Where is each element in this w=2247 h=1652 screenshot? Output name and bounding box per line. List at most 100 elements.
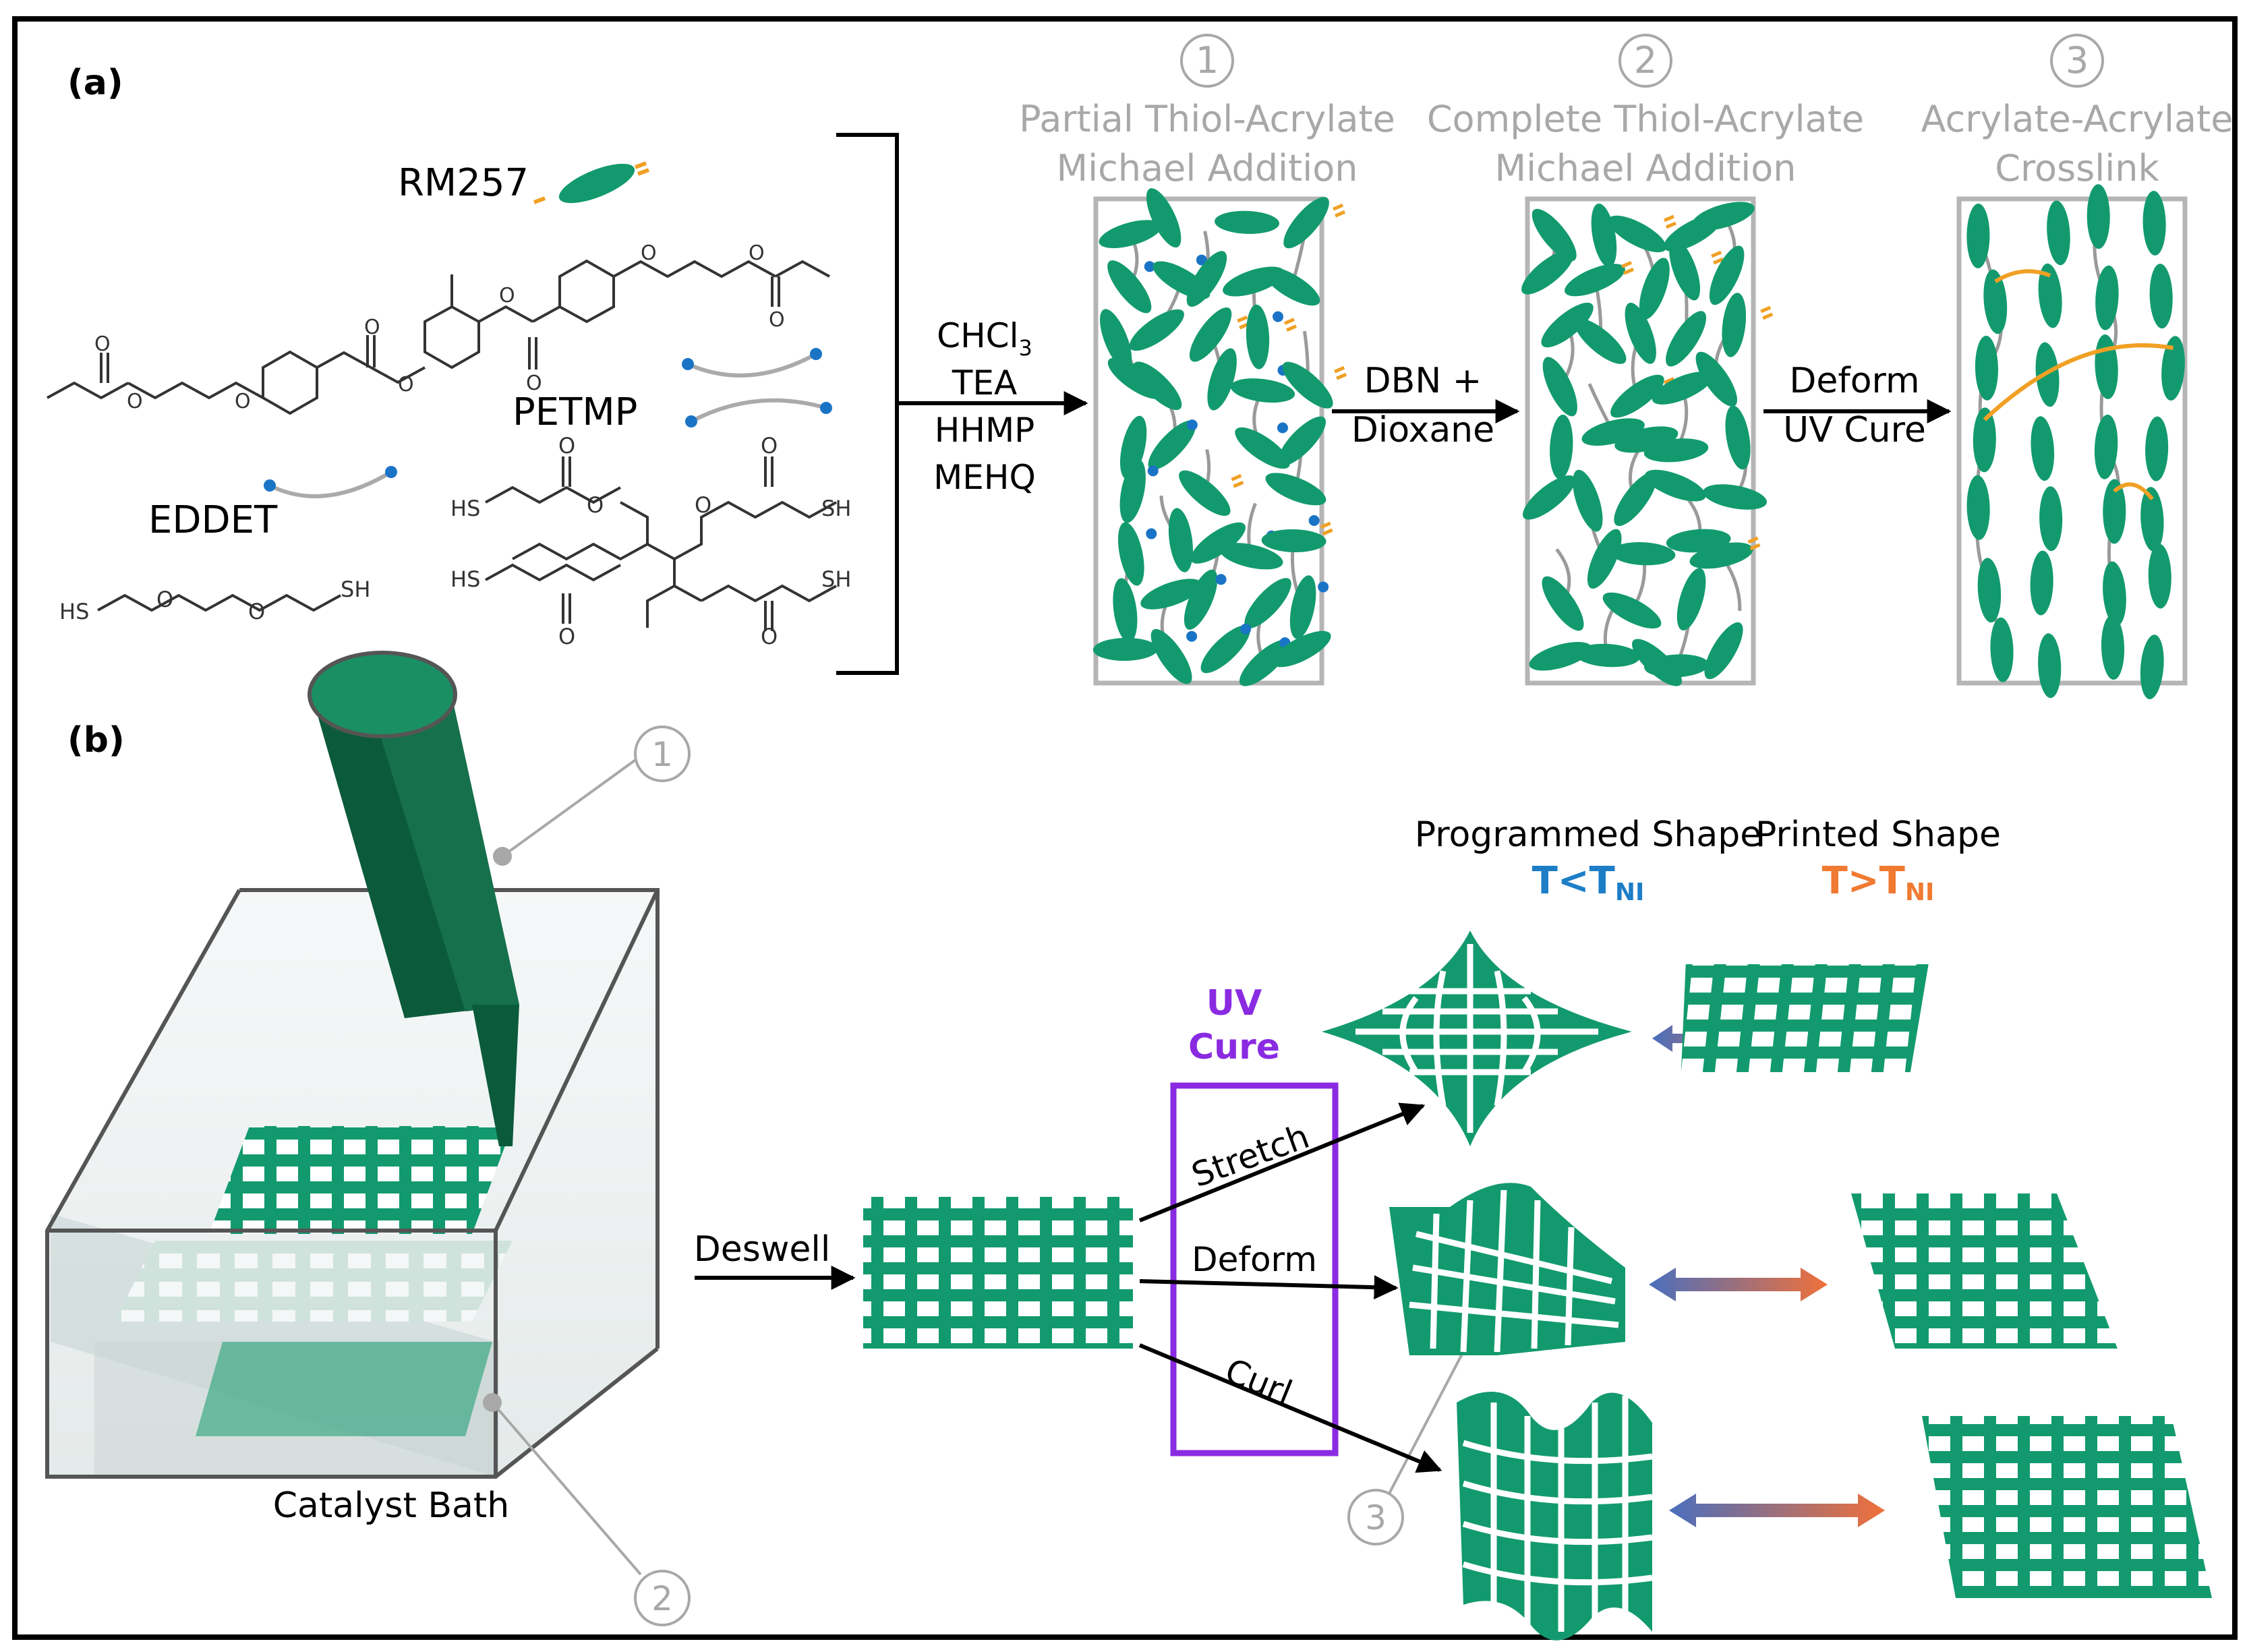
mesogen (1282, 361, 1333, 409)
mesogen (2103, 479, 2126, 544)
mesogen (1207, 348, 1237, 411)
arrow-dbn-line1: DBN + (1364, 361, 1482, 401)
step-3-line1: Acrylate-Acrylate (1921, 98, 2234, 140)
mesogen (1190, 522, 1246, 564)
mesogen (1133, 361, 1182, 411)
petmp-o-3: O (587, 492, 604, 518)
mesogen (1230, 378, 1295, 403)
rm257-mesogen-icon (533, 161, 650, 204)
mesogen (1289, 575, 1316, 639)
mesogen (2094, 414, 2118, 479)
rm257-o-1: O (94, 332, 111, 356)
mesogen (1966, 203, 1990, 268)
catalyst-bath: Catalyst Bath (45, 888, 660, 1526)
mesogen (1692, 202, 1755, 231)
mesogen (1587, 529, 1622, 589)
mesogen (1709, 245, 1745, 305)
mesogen (2030, 550, 2053, 616)
mesogen (1140, 579, 1202, 610)
rm257-o-2: O (127, 390, 143, 413)
uv-cure-line2: Cure (1188, 1027, 1280, 1067)
arrow-dbn-line2: Dioxane (1351, 410, 1494, 450)
mesogen (1092, 637, 1158, 661)
mesogen (1541, 302, 1594, 348)
rm257-o-5: O (398, 373, 414, 396)
rm257-o-8: O (641, 241, 657, 265)
mesogen (1610, 374, 1664, 418)
petmp-o-4: O (695, 492, 711, 518)
petmp-sh-1: SH (821, 496, 851, 521)
mesogen (2039, 486, 2063, 552)
mesogen (1523, 475, 1575, 520)
network-3-crosslinked (1966, 184, 2185, 699)
petmp-hs-1: HS (450, 496, 480, 521)
network-1-partial (1092, 188, 1347, 686)
mesogen (2142, 190, 2166, 256)
step-3-line2: Crosslink (1995, 147, 2159, 189)
print-nozzle (308, 651, 519, 1146)
stretch-arrow (1138, 1102, 1426, 1222)
mesogen (1235, 427, 1290, 469)
mesogen (1148, 420, 1196, 470)
mesogen (1625, 302, 1656, 364)
step-2-line2: Michael Addition (1495, 147, 1797, 189)
network-2-complete (1521, 202, 1774, 686)
rm257-molecule: RM257 (47, 161, 830, 415)
mesogen (1703, 484, 1768, 510)
mesogen (1099, 220, 1162, 249)
rm257-o-4: O (364, 316, 380, 339)
mesogen (2149, 264, 2173, 329)
deswelled-grid (863, 1197, 1133, 1349)
mesogen (1614, 472, 1657, 527)
mesogen (2038, 633, 2062, 699)
callout-1: 1 (651, 735, 673, 774)
step-2-line1: Complete Thiol-Acrylate (1427, 98, 1864, 140)
mesogen (1265, 473, 1326, 506)
mesogen (2140, 487, 2164, 552)
mesogen (1666, 311, 1707, 367)
mesogen (1704, 622, 1743, 680)
mesogen (2038, 263, 2062, 328)
mesogen (1215, 210, 1280, 234)
mesogen (1531, 208, 1577, 262)
eddet-o-1: O (156, 587, 173, 612)
reagent-hhmp: HHMP (935, 411, 1035, 450)
mesogen (1261, 529, 1326, 553)
mesogen (1150, 628, 1192, 684)
mesogen (1990, 617, 2014, 682)
mesogen (1725, 405, 1751, 470)
eddet-label: EDDET (148, 498, 278, 542)
printed-shape-3 (1922, 1416, 2212, 1598)
mesogen (2140, 635, 2164, 699)
monomer-bracket (836, 133, 899, 675)
mesogen (1575, 643, 1640, 668)
deform-arrow (1139, 1275, 1399, 1300)
programmed-shape-title: Programmed Shape (1415, 815, 1761, 855)
mesogen (1542, 576, 1584, 631)
arrow-deform-uv: Deform UV Cure (1763, 361, 1952, 450)
uv-cure-box (1170, 1082, 1339, 1456)
eddet-chain-icon (264, 466, 397, 498)
arrow-deform-line2: UV Cure (1783, 410, 1926, 450)
rm257-o-9: O (749, 241, 765, 265)
mesogen (1602, 592, 1662, 629)
uv-cure-line1: UV (1206, 983, 1262, 1024)
mesogen (2145, 416, 2169, 481)
programmed-deform-shape (1389, 1183, 1625, 1355)
mesogen (1610, 542, 1676, 566)
mesogen (1186, 251, 1227, 307)
arrow-dbn: DBN + Dioxane (1332, 361, 1520, 450)
petmp-crosslinker-icon (682, 348, 832, 427)
printed-shape-title: Printed Shape (1755, 815, 2001, 855)
mesogen (1184, 569, 1218, 630)
mesogen (1652, 372, 1713, 405)
panel-a-label: (a) (67, 63, 123, 103)
step-1-number: 1 (1196, 39, 1219, 82)
mesogen (1246, 304, 1270, 370)
mesogen (1565, 264, 1625, 297)
mesogen (1977, 558, 2002, 623)
step-2-number: 2 (1634, 39, 1657, 82)
reversible-arrow-3 (1669, 1494, 1885, 1527)
step-3-number: 3 (2066, 39, 2089, 82)
mesogen (2086, 184, 2110, 249)
